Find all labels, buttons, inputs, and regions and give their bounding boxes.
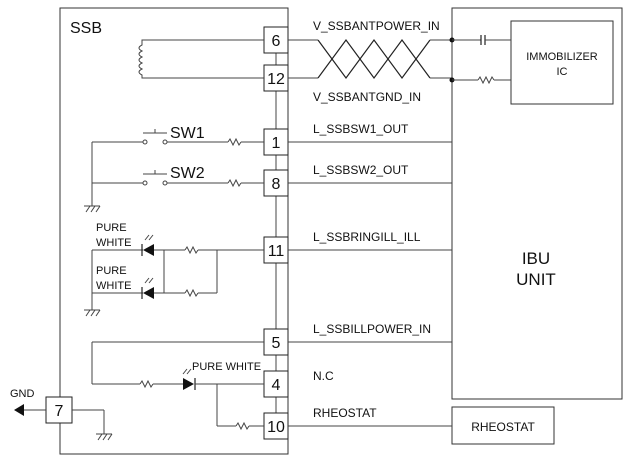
led2-label-line2: WHITE: [96, 280, 131, 292]
resistor-symbol: [477, 75, 495, 85]
resistor-symbol: [235, 421, 250, 431]
led-symbol: [143, 287, 154, 299]
pin-number-12: 12: [267, 71, 285, 88]
led1-label-line2: WHITE: [96, 237, 131, 249]
signal-label-11: L_SSBRINGILL_ILL: [313, 230, 421, 244]
sw2-label: SW2: [170, 165, 205, 182]
ibu-label-line1: IBU: [522, 249, 550, 268]
pin-box-10: [263, 412, 289, 440]
pin-box-8: [263, 169, 289, 197]
signal-labels: V_SSBANTPOWER_IN V_SSBANTGND_IN L_SSBSW1_O…: [313, 19, 440, 420]
pin-number-11: 11: [268, 243, 285, 260]
gnd-pin-number: 7: [55, 403, 64, 420]
immobilizer-ic-box: [510, 20, 614, 105]
signal-label-4: N.C: [313, 369, 334, 383]
signal-label-1: L_SSBSW1_OUT: [313, 122, 409, 136]
ssb-module-box: [59, 7, 289, 455]
pin-number-4: 4: [272, 377, 281, 394]
immobilizer-label-line2: IC: [557, 66, 568, 78]
ibu-label-line2: UNIT: [516, 270, 556, 289]
pin-number-8: 8: [272, 176, 281, 193]
signal-label-8: L_SSBSW2_OUT: [313, 163, 409, 177]
gnd-label: GND: [10, 388, 35, 400]
rheostat-box: [451, 406, 555, 445]
resistor-symbol: [139, 379, 154, 389]
gnd-arrow: [14, 404, 24, 416]
pin-number-5: 5: [272, 335, 281, 352]
pin-number-10: 10: [267, 419, 285, 436]
pin-box-4: [263, 370, 289, 398]
signal-label-10: RHEOSTAT: [313, 406, 377, 420]
resistor-symbol: [227, 137, 242, 147]
pin-box-1: [263, 128, 289, 156]
signal-label-5: L_SSBILLPOWER_IN: [313, 322, 431, 336]
led2-label-line1: PURE: [96, 265, 127, 277]
resistor-symbol: [184, 245, 199, 255]
antenna-coil: [138, 39, 148, 79]
pin-box-11: [263, 236, 289, 264]
led-symbol: [183, 378, 194, 390]
signal-label-6: V_SSBANTPOWER_IN: [313, 19, 440, 33]
resistor-symbol: [184, 288, 199, 298]
resistor-symbol: [227, 178, 242, 188]
led1-label-line1: PURE: [96, 222, 127, 234]
ssb-label: SSB: [70, 20, 102, 37]
led3-label: PURE WHITE: [192, 361, 261, 373]
pin-number-1: 1: [272, 135, 281, 152]
sw1-label: SW1: [170, 125, 205, 142]
rheostat-box-label: RHEOSTAT: [471, 420, 535, 434]
immobilizer-label-line1: IMMOBILIZER: [526, 51, 598, 63]
pin-number-6: 6: [272, 33, 281, 50]
signal-label-12: V_SSBANTGND_IN: [313, 90, 421, 104]
led-symbol: [143, 244, 154, 256]
